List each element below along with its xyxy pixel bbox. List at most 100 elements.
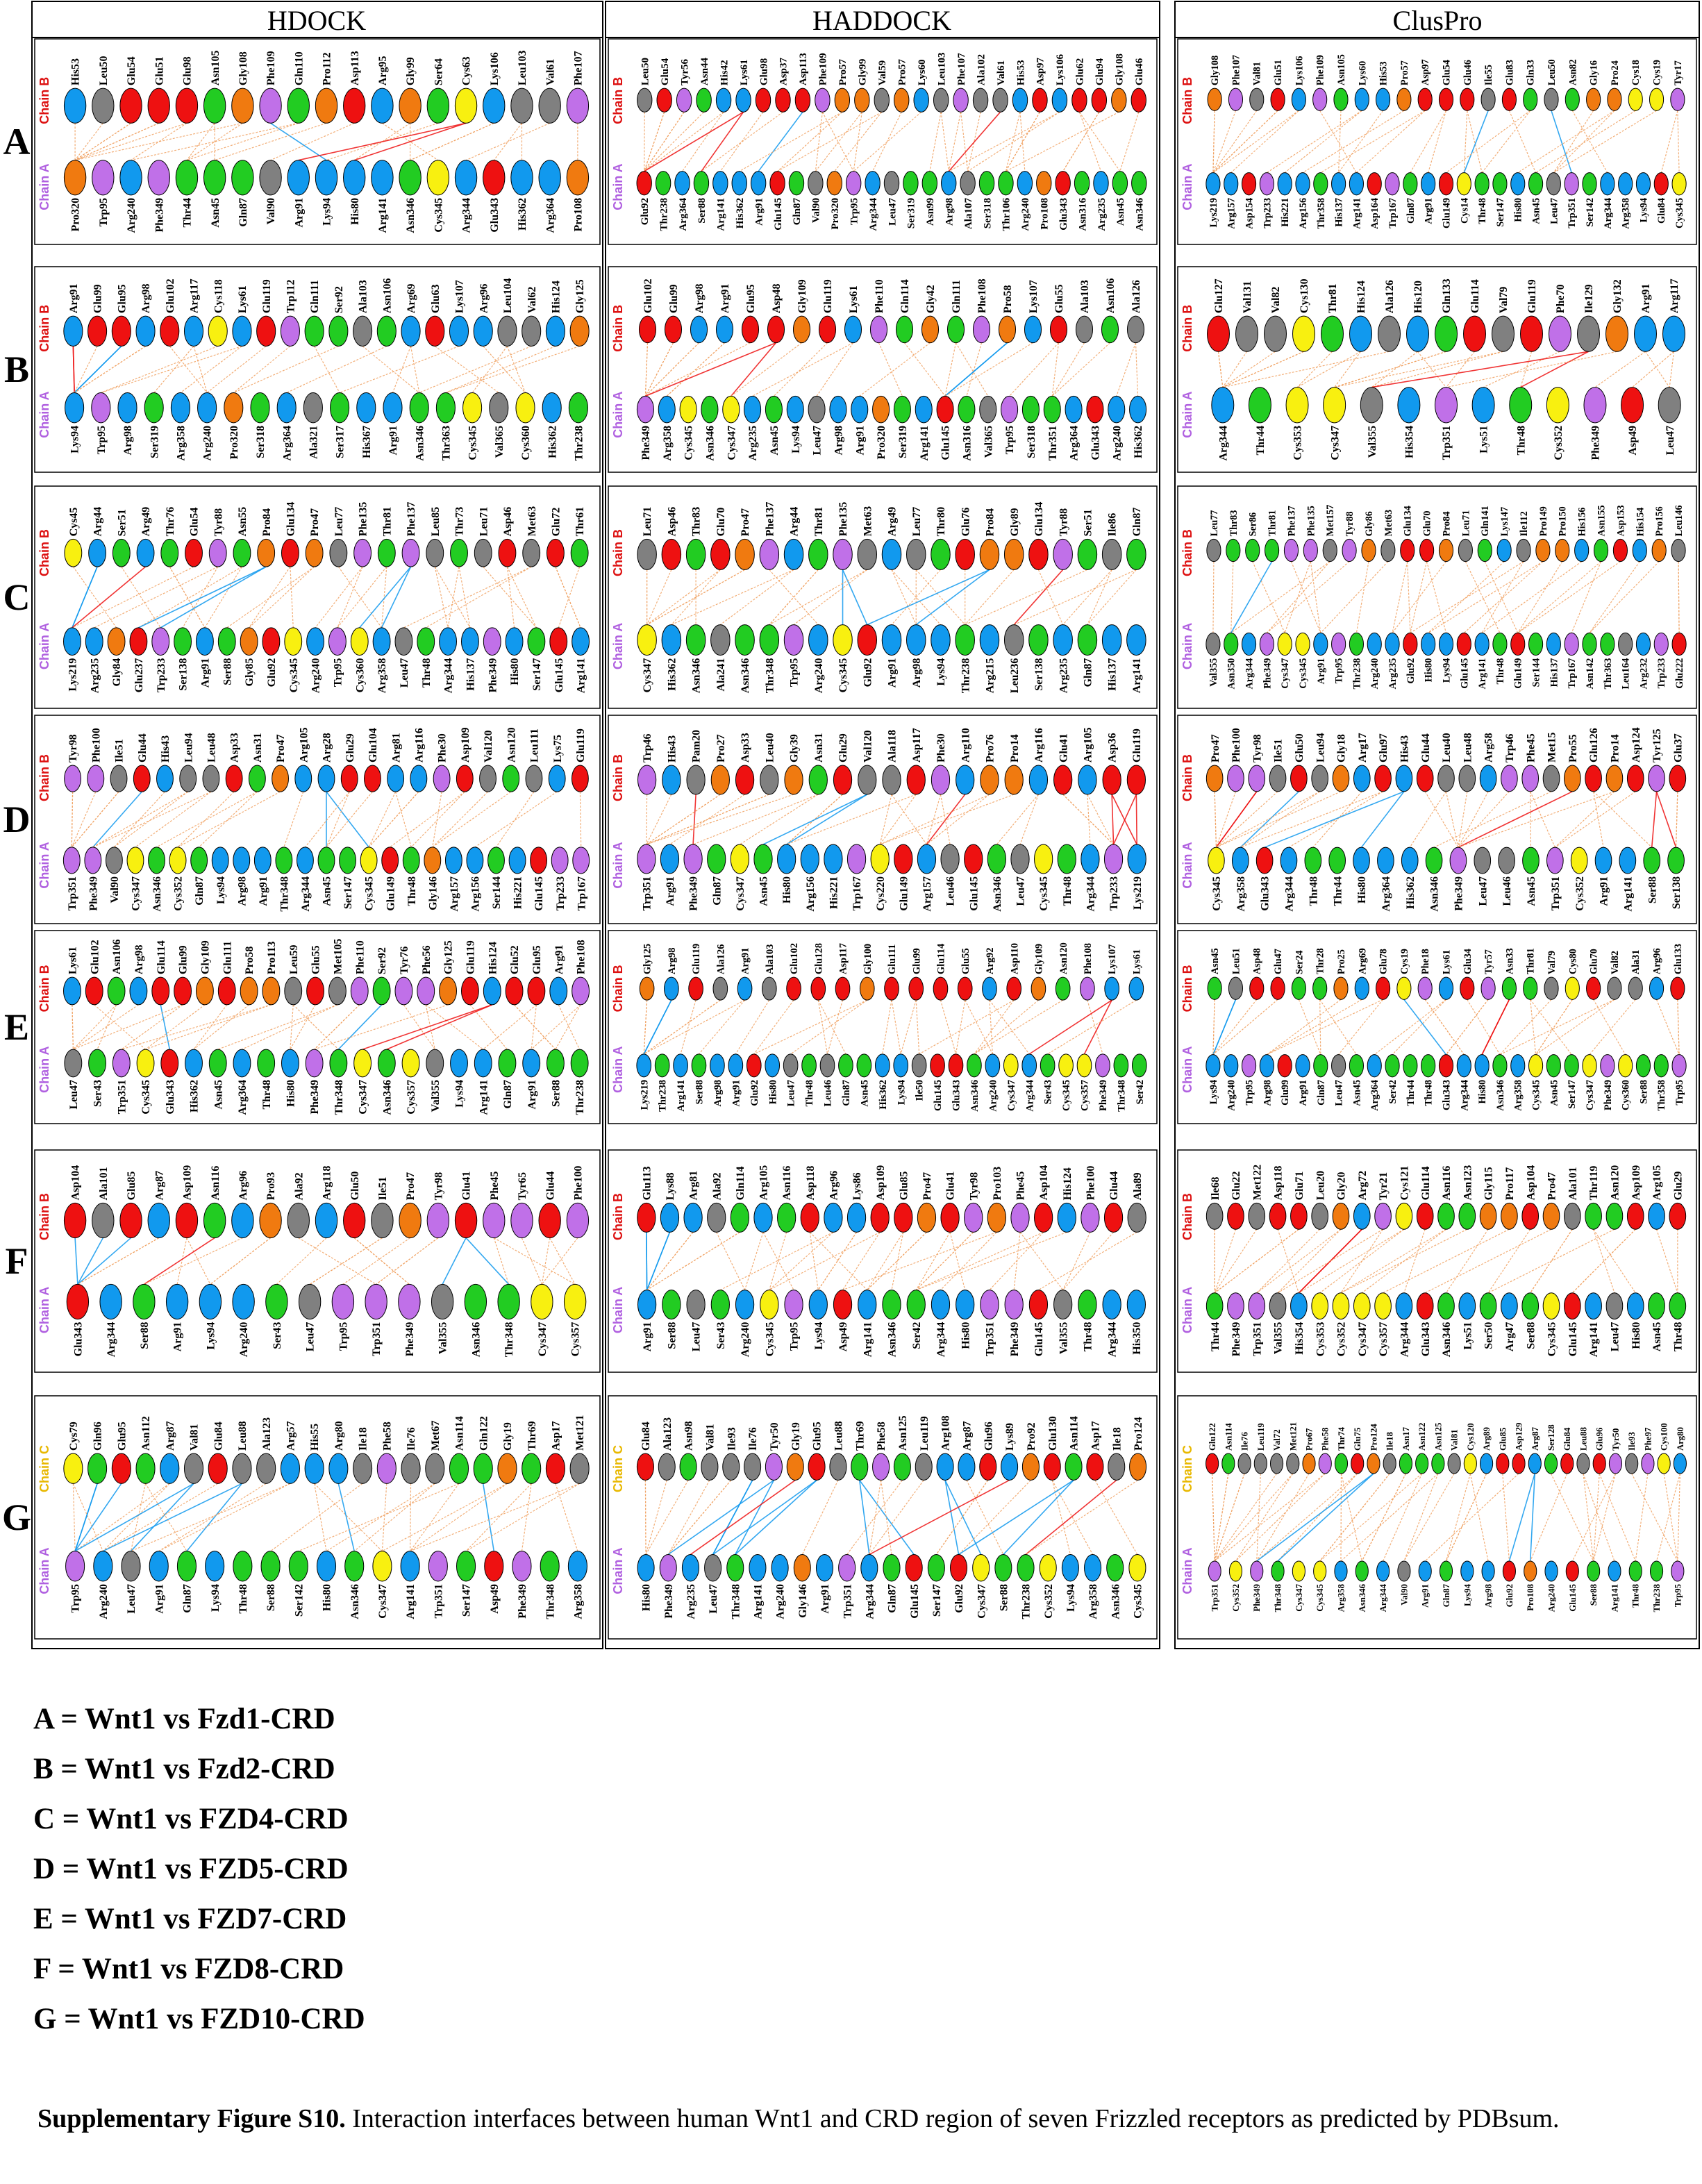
residue-node (851, 1453, 869, 1481)
residue-node (1277, 632, 1292, 656)
residue-node (315, 1202, 338, 1239)
residue-label: Cys347 (735, 876, 746, 911)
residue-node (275, 847, 293, 874)
residue-label: Pro150 (1558, 506, 1569, 536)
interaction-line (1267, 999, 1383, 1056)
interaction-line (1212, 999, 1215, 1055)
interaction-line (92, 791, 188, 848)
residue-label: Ser318 (255, 426, 267, 458)
panel-frame (1177, 715, 1697, 924)
residue-node (1458, 1202, 1476, 1230)
residue-label: Glu46 (1134, 58, 1145, 85)
residue-label: Gln114 (735, 1166, 746, 1200)
residue-node (1546, 1054, 1561, 1078)
interaction-line (644, 111, 705, 172)
residue-label: Leu59 (288, 944, 300, 974)
interaction-line (1111, 794, 1115, 845)
interaction-line (1216, 791, 1278, 848)
residue-node (1649, 976, 1665, 1000)
residue-label: Gly108 (1210, 56, 1221, 85)
residue-label: Lys94 (813, 1322, 825, 1350)
residue-label: Phe110 (354, 940, 366, 974)
residue-label: Arg235 (685, 1584, 697, 1619)
residue-node (1053, 765, 1073, 795)
residue-label: Glu119 (822, 279, 834, 313)
residue-label: Val72 (1272, 1429, 1282, 1451)
residue-node (685, 624, 706, 656)
interaction-line (206, 345, 267, 394)
residue-node (353, 1049, 372, 1078)
residue-label: Met67 (430, 1420, 442, 1451)
residue-label: Arg157 (449, 876, 460, 912)
residue-node (1463, 315, 1486, 352)
residue-label: Gln114 (899, 279, 911, 313)
residue-node (1241, 172, 1257, 196)
residue-label: Glu134 (1033, 502, 1045, 537)
interaction-line (1051, 342, 1060, 397)
interaction-line (1530, 791, 1532, 848)
residue-label: Met122 (1251, 1165, 1263, 1201)
residue-node (1270, 87, 1285, 111)
residue-label: Ala31 (1630, 950, 1642, 974)
residue-node (1065, 1453, 1083, 1481)
residue-label: Arg240 (1111, 426, 1123, 461)
residue-label: Cys345 (1546, 1322, 1558, 1357)
residue-label: Arg98 (667, 947, 678, 974)
residue-label: Glu134 (1403, 506, 1414, 536)
residue-node (1207, 87, 1222, 111)
residue-label: Trp95 (1244, 1080, 1255, 1106)
residue-node (1269, 1453, 1284, 1474)
interaction-line (1487, 1228, 1615, 1294)
residue-node (199, 1283, 222, 1320)
interaction-line (817, 1232, 858, 1290)
residue-label: Lys219 (639, 1080, 650, 1110)
residue-node (735, 538, 755, 570)
residue-label: Glu111 (222, 941, 233, 974)
interaction-line (666, 342, 725, 397)
residue-label: Leu47 (786, 1080, 797, 1107)
residue-node (135, 315, 156, 347)
residue-node (707, 844, 726, 874)
interaction-line (121, 1004, 272, 1050)
interaction-line (762, 1232, 794, 1290)
residue-node (1028, 538, 1049, 570)
residue-label: Arg235 (1058, 658, 1069, 694)
residue-node (1102, 1290, 1121, 1320)
residue-label: Val131 (1242, 281, 1253, 314)
interaction-line (337, 1004, 383, 1050)
interaction-line (1266, 561, 1330, 633)
residue-label: Ala123 (261, 1417, 273, 1451)
residue-label: Asp104 (1038, 1165, 1050, 1201)
residue-node (998, 171, 1014, 196)
residue-label: Arg141 (919, 426, 931, 461)
residue-node (185, 538, 203, 567)
residue-label: Arg156 (805, 876, 817, 912)
residue-node (399, 160, 422, 196)
residue-node (1249, 976, 1265, 1000)
residue-label: Arg344 (868, 197, 879, 231)
residue-node (777, 1202, 796, 1233)
residue-label: Cys345 (1061, 1080, 1072, 1111)
residue-node (401, 538, 420, 567)
residue-label: Arg98 (911, 658, 923, 688)
residue-label: Arg87 (1530, 1426, 1540, 1451)
interaction-line (1458, 791, 1468, 848)
residue-node (542, 392, 562, 424)
interaction-line (1319, 110, 1357, 173)
residue-label: Thr48 (1424, 1080, 1435, 1106)
interaction-line (1338, 999, 1384, 1056)
residue-node (722, 395, 740, 424)
residue-node (498, 538, 517, 567)
interaction-line (643, 999, 745, 1055)
interaction-line (644, 112, 665, 172)
residue-node (808, 171, 824, 196)
residue-label: Pro84 (985, 508, 996, 537)
interaction-line (1051, 1480, 1071, 1555)
residue-label: Asn346 (1135, 197, 1146, 231)
interaction-line (113, 791, 165, 848)
residue-label: Glu119 (261, 279, 273, 313)
residue-node (1131, 87, 1146, 112)
residue-label: Ser147 (931, 1584, 943, 1617)
interaction-line (645, 1480, 667, 1555)
residue-node (1653, 172, 1669, 196)
